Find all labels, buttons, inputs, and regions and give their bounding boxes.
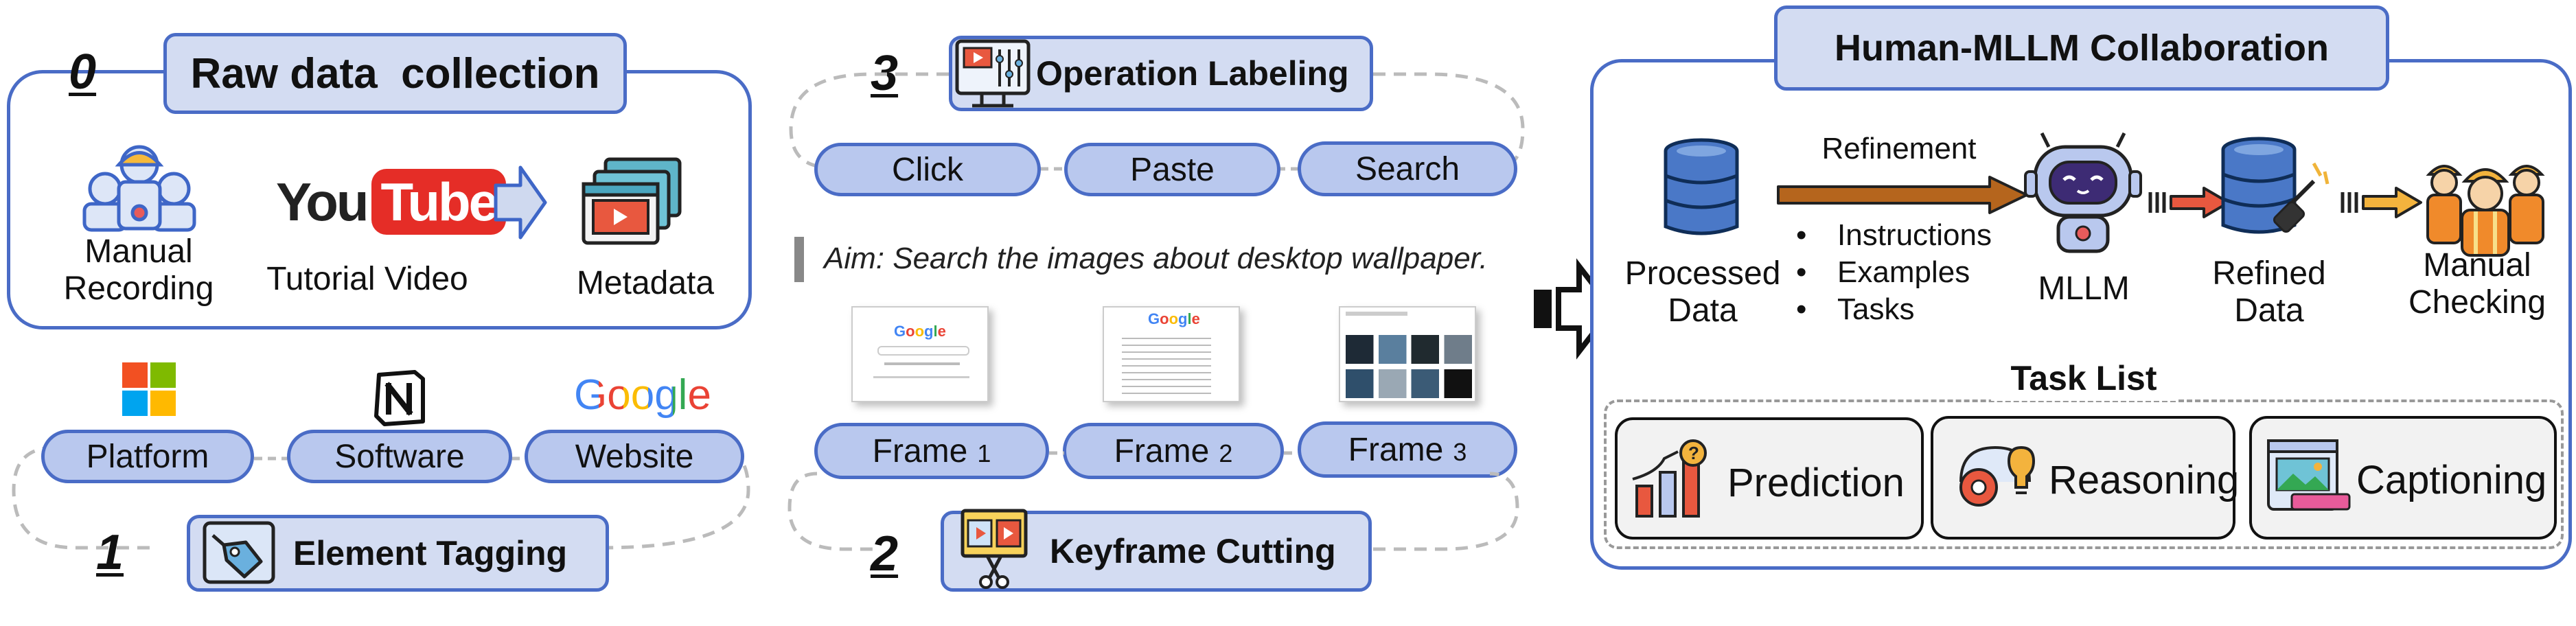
task-list-title: Task List bbox=[1991, 358, 2176, 401]
thumb-google-2: Google bbox=[1148, 310, 1200, 327]
manual-recording-label: Manual Recording bbox=[63, 233, 214, 307]
pill-frame-3: Frame 3 bbox=[1298, 421, 1517, 478]
pill-website-label: Website bbox=[575, 438, 694, 475]
task-prediction: ? Prediction bbox=[1615, 417, 1924, 540]
refine-database-icon bbox=[2221, 137, 2330, 234]
collab-header: Human-MLLM Collaboration bbox=[1774, 5, 2389, 91]
youtube-you-text: You bbox=[276, 171, 369, 232]
svg-text:?: ? bbox=[1688, 443, 1699, 463]
pill-website: Website bbox=[525, 430, 744, 483]
pill-software-label: Software bbox=[334, 438, 465, 475]
pill-search-label: Search bbox=[1355, 150, 1460, 187]
video-editor-icon bbox=[955, 39, 1031, 108]
bullet-instructions-text: Instructions bbox=[1837, 218, 1992, 252]
windows-logo bbox=[122, 362, 176, 416]
thumb-topbar-3 bbox=[1346, 312, 1407, 316]
film-scissors-icon bbox=[961, 509, 1028, 589]
bullet-examples: •Examples bbox=[1796, 255, 1970, 289]
bullet-tasks: •Tasks bbox=[1796, 292, 1915, 326]
robot-icon bbox=[2024, 132, 2142, 253]
pill-paste-label: Paste bbox=[1130, 151, 1215, 188]
youtube-logo: You Tube bbox=[276, 169, 507, 235]
pill-software: Software bbox=[287, 430, 512, 483]
bullet-tasks-text: Tasks bbox=[1837, 292, 1915, 326]
keyframe-cutting-title: Keyframe Cutting bbox=[1050, 532, 1336, 570]
thumb-lines-1b bbox=[873, 376, 969, 378]
brain-bulb-icon bbox=[1959, 445, 2036, 507]
pill-frame-2: Frame 2 bbox=[1063, 423, 1284, 479]
raw-data-header: Raw data collection bbox=[163, 33, 627, 114]
aim-text: Aim: Search the images about desktop wal… bbox=[824, 242, 1488, 275]
pill-frame-1-label: Frame bbox=[872, 432, 968, 470]
pill-paste: Paste bbox=[1064, 143, 1280, 196]
right-arrow-icon bbox=[494, 165, 547, 240]
small-arrow-2 bbox=[2341, 187, 2422, 218]
small-arrow-1 bbox=[2148, 187, 2230, 218]
pill-click-label: Click bbox=[892, 151, 963, 188]
element-tagging-title: Element Tagging bbox=[293, 534, 568, 572]
aim-bar bbox=[794, 237, 804, 282]
google-wordmark: Google bbox=[574, 371, 711, 419]
database-icon bbox=[1664, 138, 1739, 235]
pill-click: Click bbox=[814, 143, 1041, 196]
bullet-instructions: •Instructions bbox=[1796, 218, 1992, 252]
thumb-searchbar-1 bbox=[877, 346, 969, 356]
stage-number-0: 0 bbox=[69, 45, 97, 100]
refinement-arrow bbox=[1777, 176, 2028, 214]
video-stack-icon bbox=[582, 157, 682, 245]
youtube-tube-text: Tube bbox=[380, 171, 499, 232]
frame-thumbnail-3 bbox=[1339, 306, 1476, 402]
task-captioning: Captioning bbox=[2249, 416, 2557, 540]
collab-title: Human-MLLM Collaboration bbox=[1835, 27, 2329, 69]
frame-thumbnail-2: Google bbox=[1103, 306, 1240, 402]
processed-data-label: Processed Data bbox=[1624, 255, 1781, 329]
notion-logo bbox=[374, 370, 425, 426]
refinement-bullets: •Instructions •Examples •Tasks bbox=[1796, 217, 1992, 328]
frame-thumbnail-1: Google bbox=[851, 306, 989, 402]
google-logo: Google bbox=[574, 371, 711, 419]
pill-platform: Platform bbox=[41, 430, 254, 483]
pill-frame-3-index: 3 bbox=[1453, 438, 1467, 466]
manual-checking-label: Manual Checking bbox=[2408, 247, 2546, 321]
thumb-grid-3 bbox=[1346, 335, 1472, 398]
pill-platform-label: Platform bbox=[86, 438, 209, 475]
pill-frame-1-index: 1 bbox=[977, 439, 991, 467]
raw-data-title: Raw data collection bbox=[190, 49, 600, 97]
task-captioning-label: Captioning bbox=[2356, 458, 2547, 502]
task-reasoning-label: Reasoning bbox=[2049, 458, 2240, 502]
refinement-label: Refinement bbox=[1821, 132, 1977, 165]
pill-frame-2-label: Frame bbox=[1114, 432, 1210, 470]
bullet-examples-text: Examples bbox=[1837, 255, 1970, 289]
youtube-tube-box: Tube bbox=[371, 169, 507, 235]
pill-frame-2-index: 2 bbox=[1219, 439, 1233, 467]
stage-number-1: 1 bbox=[96, 525, 124, 580]
thumb-list-2 bbox=[1122, 332, 1211, 394]
refined-data-label: Refined Data bbox=[2212, 255, 2326, 329]
pill-frame-1: Frame 1 bbox=[814, 423, 1049, 479]
task-list-box bbox=[1604, 399, 2564, 549]
pill-search: Search bbox=[1298, 141, 1517, 196]
tutorial-video-label: Tutorial Video bbox=[266, 261, 468, 297]
mllm-label: MLLM bbox=[2038, 270, 2130, 307]
metadata-label: Metadata bbox=[576, 265, 715, 301]
thumb-lines-1 bbox=[884, 362, 960, 365]
operation-labeling-title: Operation Labeling bbox=[1036, 54, 1349, 93]
thumb-google-1: Google bbox=[894, 323, 946, 340]
chart-question-icon: ? bbox=[1632, 439, 1707, 518]
engineers-icon bbox=[2426, 165, 2545, 257]
task-reasoning: Reasoning bbox=[1931, 416, 2239, 540]
pill-frame-3-label: Frame bbox=[1348, 431, 1444, 468]
workers-icon bbox=[82, 145, 196, 232]
keyframe-cutting-loop bbox=[787, 451, 1519, 551]
tag-icon bbox=[203, 521, 275, 584]
caption-image-icon bbox=[2267, 439, 2351, 511]
stage-number-2: 2 bbox=[871, 526, 899, 581]
task-prediction-label: Prediction bbox=[1727, 461, 1905, 505]
